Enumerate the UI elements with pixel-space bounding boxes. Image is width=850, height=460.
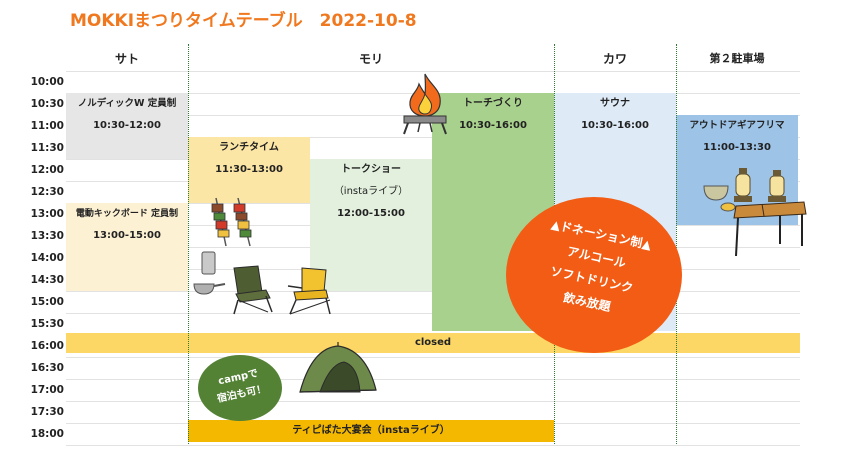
time-label: 16:00 — [30, 340, 64, 352]
event-time: 13:00-15:00 — [93, 230, 161, 241]
column-header-kawa: カワ — [602, 52, 627, 66]
time-label: 14:00 — [30, 252, 64, 264]
bowl-icon — [703, 185, 736, 212]
closed-label: closed — [414, 337, 452, 348]
event-title: サウナ — [600, 98, 630, 109]
time-label: 14:30 — [30, 274, 64, 286]
column-header-sato: サト — [114, 52, 139, 66]
time-label: 18:00 — [30, 428, 64, 440]
drinks-badge: ▲ドネーション制▲ アルコール ソフトドリンク 飲み放題 — [506, 197, 682, 353]
time-label: 11:00 — [30, 120, 64, 132]
time-label: 15:30 — [30, 318, 64, 330]
grid-line — [66, 71, 800, 72]
event-party[interactable]: ティピばた大宴会（instaライブ） — [188, 420, 554, 442]
tent-icon — [299, 342, 377, 393]
skewers-icon — [211, 197, 252, 247]
event-nordic-walking[interactable]: ノルディックW 定員制 10:30-12:00 — [66, 93, 188, 159]
time-label: 10:30 — [30, 98, 64, 110]
grid-line — [66, 379, 800, 380]
column-header-mori: モリ — [358, 52, 383, 66]
camp-badge: campで 宿泊も可！ — [198, 355, 282, 421]
time-label: 10:00 — [30, 76, 64, 88]
event-title: ランチタイム — [219, 142, 279, 153]
closed-band: closed — [66, 333, 800, 353]
time-label: 12:30 — [30, 186, 64, 198]
campfire-icon — [403, 73, 447, 135]
time-label: 17:00 — [30, 384, 64, 396]
event-title: ノルディックW 定員制 — [77, 98, 177, 109]
event-time: 10:30-16:00 — [459, 120, 527, 131]
time-label: 17:30 — [30, 406, 64, 418]
page-title: MOKKIまつりタイムテーブル 2022-10-8 — [70, 11, 417, 31]
time-label: 13:00 — [30, 208, 64, 220]
time-label: 16:30 — [30, 362, 64, 374]
event-kickboard[interactable]: 電動キックボード 定員制 13:00-15:00 — [66, 203, 188, 291]
time-label: 15:00 — [30, 296, 64, 308]
lanterns-icon — [734, 168, 786, 202]
camp-table-icon — [733, 201, 807, 257]
event-time: 11:00-13:30 — [703, 142, 771, 153]
camp-chair-icon — [233, 265, 273, 315]
event-title: アウトドアギアフリマ — [689, 120, 785, 131]
grid-line — [66, 357, 800, 358]
event-subtitle: （instaライブ） — [333, 186, 409, 197]
folding-chair-icon — [287, 267, 331, 315]
time-label: 13:30 — [30, 230, 64, 242]
time-label: 11:30 — [30, 142, 64, 154]
column-header-parking: 第２駐車場 — [709, 52, 765, 65]
event-title: トーチづくり — [463, 98, 523, 109]
column-divider — [676, 44, 677, 444]
grid-line — [66, 445, 800, 446]
event-time: 10:30-12:00 — [93, 120, 161, 131]
event-talk-show[interactable]: トークショー （instaライブ） 12:00-15:00 — [310, 159, 432, 291]
event-title: ティピばた大宴会（instaライブ） — [292, 425, 450, 436]
cup-icon — [193, 251, 226, 295]
grid-line — [66, 401, 800, 402]
event-time: 12:00-15:00 — [337, 208, 405, 219]
time-label: 12:00 — [30, 164, 64, 176]
event-lunch[interactable]: ランチタイム 11:30-13:00 — [188, 137, 310, 203]
event-time: 11:30-13:00 — [215, 164, 283, 175]
event-title: 電動キックボード 定員制 — [75, 209, 179, 219]
event-title: トークショー — [341, 164, 401, 175]
column-divider — [188, 44, 189, 444]
event-time: 10:30-16:00 — [581, 120, 649, 131]
